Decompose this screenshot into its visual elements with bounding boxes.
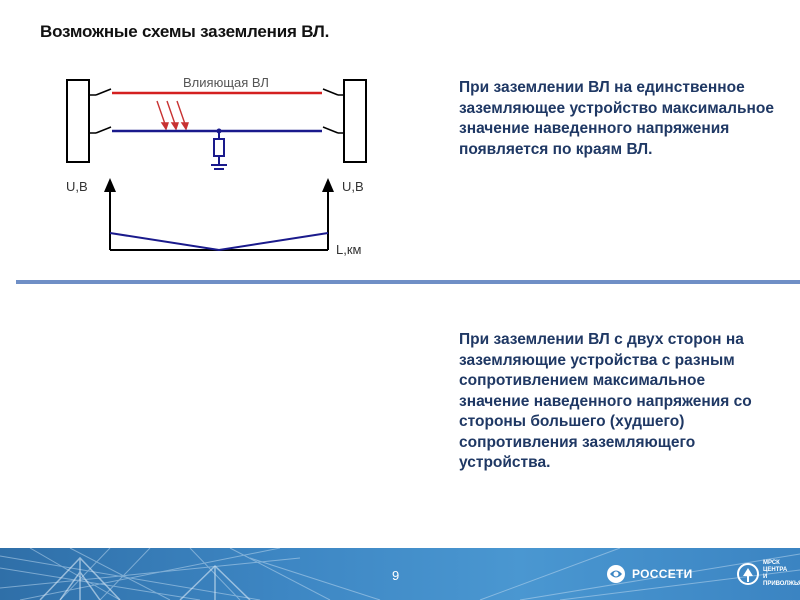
mrsk-brand-label: МРСК ЦЕНТРА И ПРИВОЛЖЬЯ — [763, 560, 800, 587]
rosseti-logo: РОССЕТИ — [606, 564, 693, 584]
voltage-distribution-curve — [109, 232, 329, 252]
rosseti-brand-label: РОССЕТИ — [632, 567, 693, 581]
note-single-ground: При заземлении ВЛ на единственное заземл… — [459, 79, 774, 158]
grounding-diagram-single: Влияющая ВЛ U,В U,В L,км — [66, 75, 367, 257]
switch-left-top — [95, 88, 112, 96]
length-axis-label: L,км — [336, 242, 362, 257]
mrsk-emblem-icon — [737, 563, 759, 585]
switch-right-bottom — [322, 126, 339, 134]
footer-banner: 9 РОССЕТИ МРСК ЦЕНТРА И ПРИВОЛЖЬЯ — [0, 548, 800, 600]
rosseti-emblem-icon — [607, 565, 625, 583]
note-double-ground: При заземлении ВЛ с двух сторон на зазем… — [459, 331, 752, 471]
influencing-line-label: Влияющая ВЛ — [183, 75, 269, 90]
switch-left-bottom — [95, 126, 112, 134]
section-divider — [16, 280, 800, 284]
switch-right-top — [322, 88, 339, 96]
slide-title: Возможные схемы заземления ВЛ. — [40, 22, 330, 41]
left-support — [66, 79, 90, 163]
footer-tower-art — [0, 548, 800, 600]
mrsk-logo: МРСК ЦЕНТРА И ПРИВОЛЖЬЯ — [736, 560, 800, 588]
induction-arrows — [156, 100, 189, 131]
right-axis-label: U,В — [342, 179, 364, 194]
right-support — [343, 79, 367, 163]
left-axis-label: U,В — [66, 179, 88, 194]
page-number: 9 — [392, 568, 400, 583]
grounding-device — [211, 128, 227, 170]
